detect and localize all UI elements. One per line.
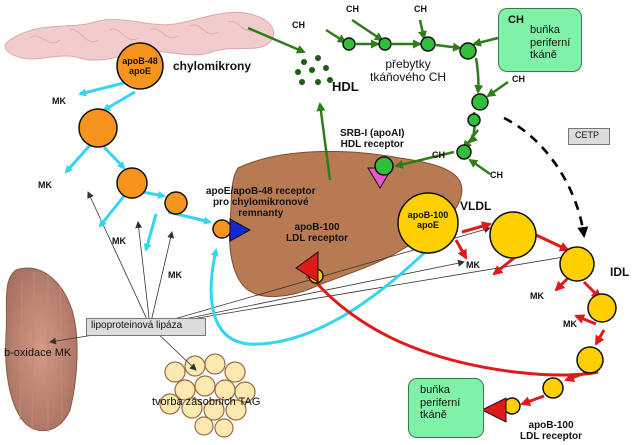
ldl-cell-line-1: apoB-100 [528,420,574,431]
intestine-icon [4,11,275,61]
hdl-label: HDL [332,79,359,94]
ldl-liver-line-2: LDL receptor [286,233,349,245]
remnant-line-1: apoE/apoB-48 receptor [206,186,316,197]
lipase-label: lipoproteinová lipáza [91,320,183,331]
excess-ch-label: přebytky tkáňového CH [370,57,447,85]
ldl-receptor-cell-label: apoB-100 LDL receptor [520,420,582,442]
idl-label: IDL [610,265,630,279]
tag-storage-label: tvorba zásobních TAG [152,396,261,408]
peripheral-cell-top-text: CH [508,14,580,27]
cell-top-line-2: periferní [530,36,571,49]
ch-label-cell: CH [508,14,524,26]
cell-top-line-1: buňka [530,24,560,36]
ch-label-4: CH [512,74,525,84]
ch-label-6: CH [490,170,503,180]
mk-label-1: MK [52,96,66,106]
cetp-arrow [503,116,589,238]
mk-label-4: MK [168,270,182,280]
remnant-receptor-shape [229,218,252,242]
ch-label-1: CH [292,20,305,30]
remnant-line-2: pro chylomikronové [212,197,309,209]
excess-line-2: tkáňového CH [370,70,447,85]
peripheral-cell-top [498,8,582,72]
mk-label-6: MK [530,291,544,301]
srb1-line-2: HDL receptor [340,139,404,151]
cell-top-line-3: tkáně [530,49,557,62]
apoe-text-vldl: apoE [416,220,439,231]
remnant-receptor-label: apoE/apoB-48 receptor pro chylomikronové… [206,186,315,220]
chylomicron-particles [78,42,232,239]
mk-label-3: MK [112,236,126,246]
ch-label-2: CH [346,4,359,14]
hdl-particles [342,36,489,160]
apoe-text: apoE [128,66,151,77]
vldl-label: VLDL [460,199,492,213]
hdl-dots [295,55,333,85]
beta-oxidation-label: b-oxidace MK [4,347,72,359]
ldl-receptor-liver-shape [295,251,319,283]
muscle-icon [5,267,78,432]
vldl-idl-ldl-particles [308,192,617,415]
remnant-line-3: remnanty [238,208,284,220]
apob48-text: apoB-48 [122,56,158,66]
chylomicron-pathway [64,80,457,346]
excess-line-1: přebytky [385,57,431,71]
peripheral-cell-top-lines: buňka periferní tkáně [530,24,570,62]
cell-bottom-line-3: tkáně [420,409,447,422]
mk-label-2: MK [38,180,52,190]
lipase-box [86,318,206,336]
ch-label-5: CH [432,150,445,160]
srb1-label: SRB-I (apoAI) HDL receptor [340,128,404,150]
ch-label-3: CH [414,4,427,14]
ldl-receptor-liver-label: apoB-100 LDL receptor [286,222,348,244]
apob100-text: apoB-100 [407,210,449,220]
ldl-liver-line-1: apoB-100 [294,222,340,233]
mk-label-5: MK [466,260,480,270]
apob100-apoe-label: apoB-100 apoE [402,210,454,230]
cell-bottom-line-1: buňka [420,384,450,396]
cell-bottom-line-2: periferní [420,396,461,409]
apob48-apoe-label: apoB-48 apoE [121,56,159,76]
mk-label-7: MK [563,319,577,329]
srb1-line-1: SRB-I (apoAI) [340,128,405,139]
srb1-bound-hdl [374,156,394,176]
peripheral-cell-bottom [408,378,484,438]
chylomicrons-label: chylomikrony [173,59,252,73]
peripheral-cell-bottom-lines: buňka periferní tkáně [420,384,460,422]
ldl-receptor-cell-shape [480,397,507,423]
cetp-box [568,128,610,145]
cetp-label: CETP [575,130,600,140]
hdl-pathway [247,18,509,181]
ldl-cell-line-2: LDL receptor [520,431,583,443]
